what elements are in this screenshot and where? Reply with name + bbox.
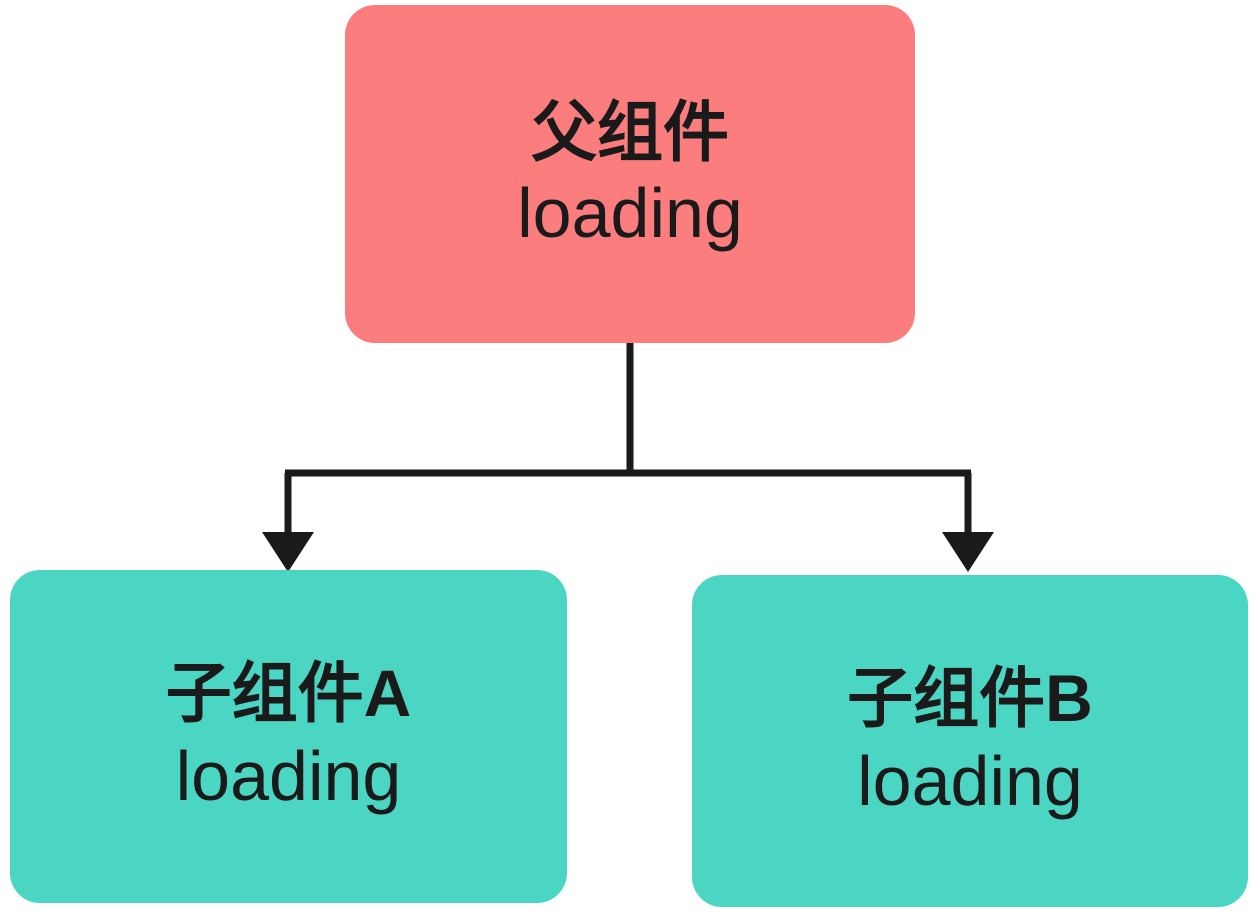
node-parent[interactable]: 父组件 loading — [345, 5, 915, 343]
node-parent-subtitle: loading — [517, 173, 743, 252]
arrowhead-child-a-icon — [262, 532, 314, 572]
node-child-b[interactable]: 子组件B loading — [692, 575, 1248, 907]
node-child-a-subtitle: loading — [175, 737, 402, 816]
node-child-b-title: 子组件B — [847, 660, 1093, 735]
node-child-a[interactable]: 子组件A loading — [10, 570, 567, 903]
arrowhead-child-b-icon — [942, 532, 994, 572]
node-child-b-subtitle: loading — [857, 741, 1083, 820]
node-parent-title: 父组件 — [531, 94, 729, 169]
node-child-a-title: 子组件A — [165, 656, 412, 731]
